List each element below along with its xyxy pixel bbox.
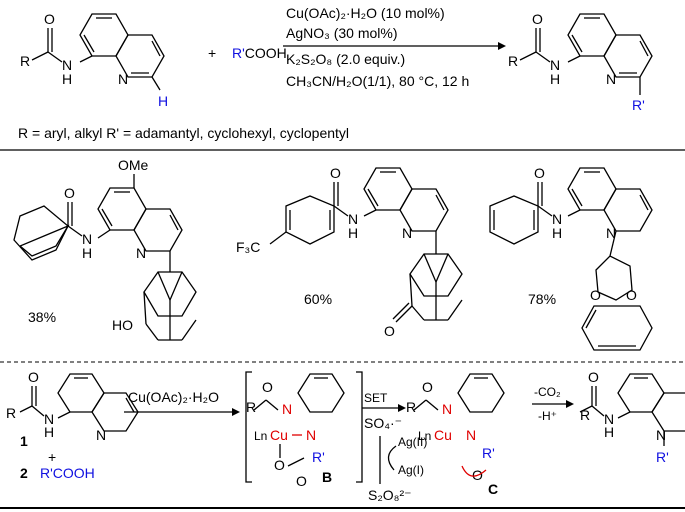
int-label-C: C [488,481,498,497]
product-ring-n: N [606,71,616,87]
mech-hplus: -H⁺ [538,409,557,423]
C-rprime: R' [482,445,495,461]
mp-rprime: R' [656,449,669,465]
h-atom: H [158,93,168,109]
mp-r: R [580,407,590,423]
C-r: R [406,399,416,415]
product-r: R [508,53,518,69]
B-cu: Cu [270,427,288,443]
mech1-nh: N [44,411,54,427]
ex2-o: O [330,165,341,181]
mech-step1: Cu(OAc)₂·H₂O [128,389,219,405]
example-1: OMe N H N O HO 38% [13,157,197,341]
ex3-nh-h: H [552,225,562,241]
ex3-ring-o2: O [626,287,637,303]
cond-line1: Cu(OAc)₂·H₂O (10 mol%) [286,5,445,21]
B-carboxyl-o: O [274,457,285,473]
mp-o: O [588,369,599,385]
acid-reagent: R'COOH [232,45,287,61]
mech-co2: -CO₂ [534,385,561,399]
product-amide: R' N H N O R [508,11,653,113]
ex3-ring-n: N [606,225,616,241]
mech-so4: SO₄·⁻ [364,415,402,431]
cond-line4: CH₃CN/H₂O(1/1), 80 °C, 12 h [286,73,469,89]
mechanism-product: N R' N H O R [579,369,685,465]
ho-label: HO [112,317,133,333]
starting-amide: H N H N O R [20,11,168,109]
B-amide-n: N [282,401,292,417]
cond-line3: K₂S₂O₈ (2.0 equiv.) [286,51,405,67]
ring-n: N [118,71,128,87]
mech-cmpd-2: 2 [20,465,28,481]
mp-nh: N [604,411,614,427]
int-label-B: B [322,469,332,485]
mp-nh-h: H [604,424,614,440]
C-ring-n: N [466,427,476,443]
ex3-nh: N [552,211,562,227]
mech-ag1: Ag(I) [398,463,424,477]
ex1-o: O [64,185,75,201]
intermediate-B: N N Ln Cu O R O R' O B [245,371,363,489]
cond-line2: AgNO₃ (30 mol%) [286,25,398,41]
example-2: N N H O F₃C O 60% [236,165,463,339]
B-r: R [246,399,256,415]
r-group: R [20,53,30,69]
B-ring-n: N [306,427,316,443]
mech1-ring-n: N [96,427,106,443]
mech-ag2: Ag(II) [398,435,427,449]
acid-cooh: COOH [245,45,287,61]
mech1-o: O [28,369,39,385]
mech1-nh-h: H [44,424,54,440]
product-nh: N [550,57,560,73]
ex1-nh-h: H [82,245,92,261]
ome-label: OMe [118,157,149,173]
B-carbonyl-o: O [296,473,307,489]
ex3-o: O [534,165,545,181]
B-ln: Ln [254,429,267,443]
carbonyl-o: O [44,11,55,27]
B-rprime: R' [312,449,325,465]
ex3-ring-o1: O [590,287,601,303]
product-nh-h: H [550,71,560,87]
ex1-nh: N [82,231,92,247]
example-3: N N H O O O 78% [489,165,653,351]
product-rprime: R' [632,97,645,113]
mech-cmpd-1: 1 [20,433,28,449]
product-o: O [532,11,543,27]
ex2-ring-n: N [402,225,412,241]
yield-1: 38% [28,309,56,325]
B-o: O [262,379,273,395]
C-cu: Cu [434,427,452,443]
mech-set: SET [364,391,388,405]
ex1-ring-n: N [136,245,146,261]
acid-rprime: R' [232,45,245,61]
nh-label: N [62,57,72,73]
plus-sign: + [208,45,216,61]
C-amide-n: N [442,401,452,417]
intermediate-C: N N Ln Cu O R R' O C [406,373,505,497]
cf3-label: F₃C [236,239,260,255]
ex2-nh: N [348,211,358,227]
mp-ring-n: N [656,427,666,443]
C-o: O [422,379,433,395]
ex2-ketone-o: O [384,323,395,339]
mech-s2o8: S₂O₈²⁻ [368,487,412,503]
yield-3: 78% [528,291,556,307]
C-ln: Ln [418,429,431,443]
ex2-nh-h: H [348,225,358,241]
nh-h: H [62,71,72,87]
mech-plus: + [48,449,56,465]
mech-reagent-2: R'COOH [40,465,95,481]
mechanism-substrate-1: N N H O R [6,369,139,443]
substituent-definition: R = aryl, alkyl R' = adamantyl, cyclohex… [18,125,349,141]
mech1-r: R [6,405,16,421]
yield-2: 60% [304,291,332,307]
